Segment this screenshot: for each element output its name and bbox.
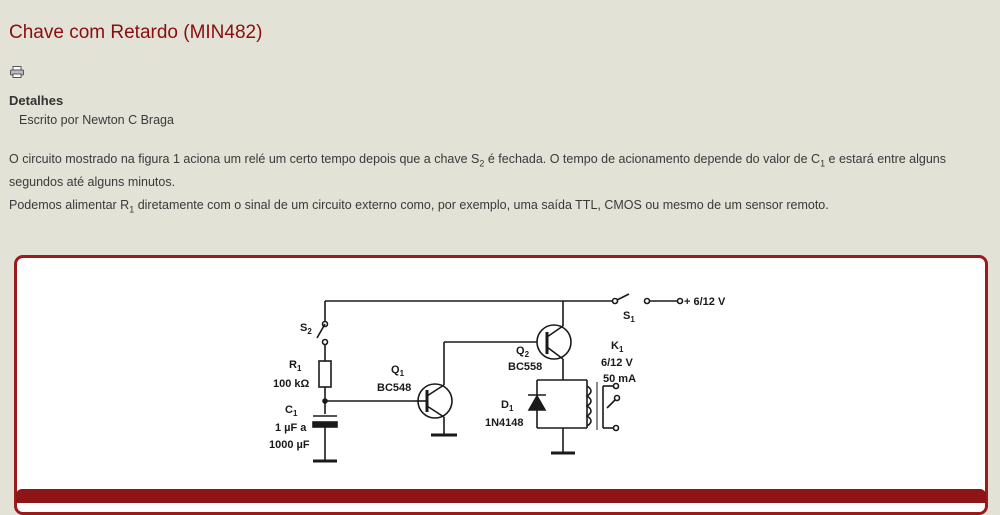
r1-label: R1 xyxy=(289,359,302,373)
label-sub: 1 xyxy=(630,315,635,324)
paragraph-text: diretamente com o sinal de um circuito e… xyxy=(134,198,829,212)
label-main: S xyxy=(623,310,630,322)
s1-label: S1 xyxy=(623,310,635,324)
label-sub: 1 xyxy=(619,345,624,354)
s2-label: S2 xyxy=(300,322,312,336)
label-main: K xyxy=(611,340,619,352)
circuit-schematic: + 6/12 V S1 S2 R1 100 kΩ C1 1 µF a 1000 … xyxy=(269,293,726,463)
label-sub: 1 xyxy=(297,364,302,373)
d1-type: 1N4148 xyxy=(485,417,524,429)
printer-icon[interactable] xyxy=(10,66,24,78)
k1-current: 50 mA xyxy=(603,373,636,385)
paragraph-text: Podemos alimentar R xyxy=(9,198,130,212)
label-sub: 2 xyxy=(525,350,530,359)
q2-type: BC558 xyxy=(508,361,542,373)
subscript: 1 xyxy=(129,204,135,215)
label-main: Q xyxy=(391,364,400,376)
subscript: 2 xyxy=(479,158,485,169)
label-main: C xyxy=(285,404,293,416)
label-sub: 1 xyxy=(509,404,514,413)
k1-voltage: 6/12 V xyxy=(601,357,633,369)
paragraph-text: O circuito mostrado na figura 1 aciona u… xyxy=(9,152,480,166)
label-sub: 1 xyxy=(400,369,405,378)
r1-value: 100 kΩ xyxy=(273,378,310,390)
q2-label: Q2 xyxy=(516,345,530,359)
supply-label: + 6/12 V xyxy=(684,296,726,308)
figure-footer-bar xyxy=(16,489,986,503)
d1-label: D1 xyxy=(501,399,514,413)
k1-label: K1 xyxy=(611,340,624,354)
intro-paragraph: O circuito mostrado na figura 1 aciona u… xyxy=(9,150,994,191)
author-line: Escrito por Newton C Braga xyxy=(19,113,174,127)
details-label: Detalhes xyxy=(9,93,64,108)
paragraph-text: é fechada. O tempo de acionamento depend… xyxy=(484,152,821,166)
c1-label: C1 xyxy=(285,404,298,418)
figure-frame: + 6/12 V S1 S2 R1 100 kΩ C1 1 µF a 1000 … xyxy=(14,255,988,515)
label-sub: 1 xyxy=(293,409,298,418)
label-main: Q xyxy=(516,345,525,357)
label-main: D xyxy=(501,399,509,411)
q1-label: Q1 xyxy=(391,364,405,378)
label-sub: 2 xyxy=(307,327,312,336)
page-title: Chave com Retardo (MIN482) xyxy=(9,22,263,43)
subscript: 1 xyxy=(820,158,826,169)
c1-value: 1 µF a xyxy=(275,422,307,434)
label-main: S xyxy=(300,322,307,334)
label-main: R xyxy=(289,359,297,371)
q1-type: BC548 xyxy=(377,382,411,394)
second-paragraph: Podemos alimentar R1 diretamente com o s… xyxy=(9,196,994,219)
paragraph-text: e estará entre alguns segundos até algun… xyxy=(9,152,946,189)
c1-value-max: 1000 µF xyxy=(269,439,310,451)
